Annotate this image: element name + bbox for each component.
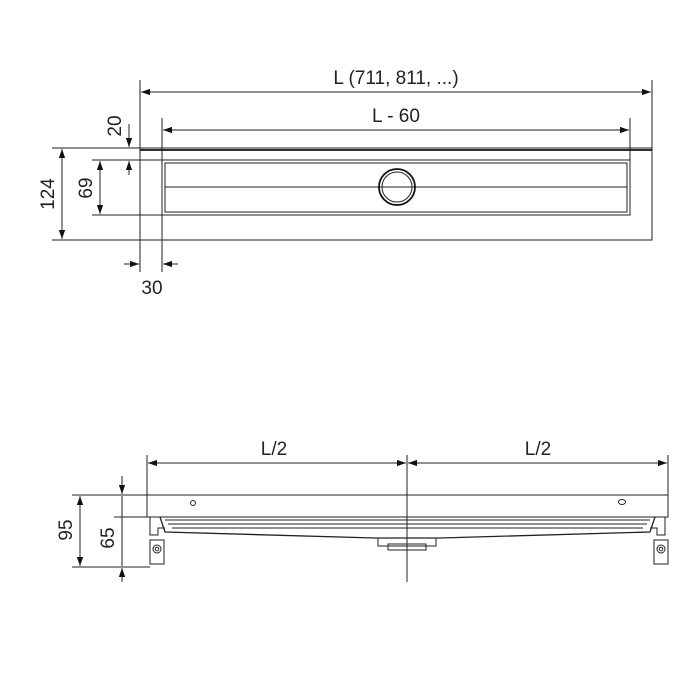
side-screw-left bbox=[190, 500, 196, 506]
top-view: L (711, 811, ...) L - 60 124 69 20 30 bbox=[38, 68, 653, 299]
dim-label-inner-length: L - 60 bbox=[372, 106, 420, 127]
dim-label-overall-length: L (711, 811, ...) bbox=[333, 68, 458, 89]
outlet-circle-outer bbox=[378, 168, 416, 206]
side-foot-right bbox=[650, 517, 666, 536]
side-top-plate bbox=[146, 494, 669, 518]
dim-label-half-left: L/2 bbox=[261, 439, 287, 460]
side-view: L/2 L/2 95 65 bbox=[56, 439, 669, 582]
side-foot-screw-right-inner bbox=[658, 546, 664, 552]
side-foot-bracket-right bbox=[653, 539, 669, 565]
side-foot-screw-left-inner bbox=[154, 546, 160, 552]
side-screw-right bbox=[618, 499, 626, 505]
side-foot-screw-right bbox=[656, 544, 666, 554]
side-outlet-pipe bbox=[387, 543, 427, 551]
dim-label-overall-height: 95 bbox=[56, 519, 77, 540]
dim-label-half-right: L/2 bbox=[525, 439, 551, 460]
side-outlet bbox=[377, 537, 437, 547]
dim-label-side-offset: 30 bbox=[141, 278, 162, 299]
drain-channel bbox=[161, 159, 631, 216]
drain-outer-frame bbox=[139, 147, 653, 241]
side-foot-screw-left bbox=[152, 544, 162, 554]
dim-label-overall-width: 124 bbox=[38, 178, 59, 210]
side-foot-left bbox=[149, 517, 165, 536]
outlet-circle-inner bbox=[381, 171, 413, 203]
dim-label-top-offset: 20 bbox=[105, 115, 126, 136]
dim-label-inner-width: 69 bbox=[76, 177, 97, 198]
side-foot-bracket-left bbox=[149, 539, 165, 565]
dim-label-inner-height: 65 bbox=[98, 527, 119, 548]
